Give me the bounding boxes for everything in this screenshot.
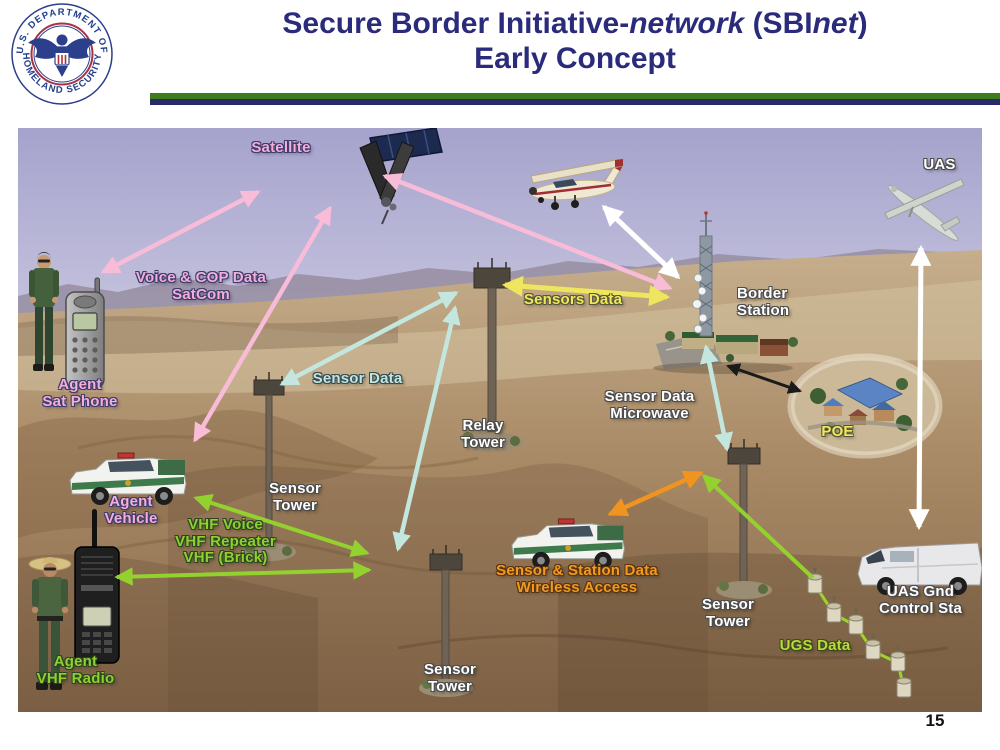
arrow-wireless-access <box>607 470 704 517</box>
label-satellite: Satellite <box>251 139 311 156</box>
slide-title: Secure Border Initiative-network (SBInet… <box>150 6 1000 77</box>
scene-art <box>18 128 982 712</box>
arrow-aircraft-border-station <box>601 204 681 280</box>
arrow-uas-ground-van <box>908 244 932 531</box>
label-ugs-data: UGS Data <box>779 637 851 654</box>
title-line-2: Early Concept <box>474 42 676 76</box>
vhfradio-graphic <box>74 509 120 664</box>
arrow-ugs-to-tower <box>701 474 815 580</box>
divider-green <box>150 93 1000 99</box>
ugs-chain <box>807 566 912 698</box>
border-station-tower <box>692 211 713 337</box>
diagram-scene <box>18 128 982 712</box>
poe-vignette <box>787 353 943 459</box>
arrow-sensors-data <box>501 275 671 307</box>
satphone-graphic <box>65 277 105 389</box>
uas-van-graphic <box>857 542 982 595</box>
arrow-satcom-phone <box>100 190 261 274</box>
label-poe: POE <box>821 423 854 440</box>
arrow-border-poe <box>726 363 802 394</box>
sensor-tower-right-graphic <box>716 439 772 599</box>
agent-satphone-figure <box>29 252 59 371</box>
arrow-sensor-data-microwave <box>699 344 734 452</box>
label-sensor-data: Sensor Data <box>312 370 403 387</box>
dhs-seal: U.S. DEPARTMENT OF HOMELAND SECURITY <box>11 3 113 105</box>
sensor-tower-bottom-graphic <box>419 545 473 697</box>
uas-graphic <box>884 178 965 241</box>
divider-navy <box>150 99 1000 105</box>
agent-vhfradio-figure <box>28 557 72 690</box>
arrow-vhf-vehicle <box>193 494 370 557</box>
arrow-relay-bottom-tower <box>392 305 461 552</box>
arrow-vhf-radio <box>114 561 372 586</box>
arrows <box>100 173 932 586</box>
label-uas: UAS <box>923 156 956 173</box>
seal-eagle <box>28 34 96 77</box>
arrow-satcom-vehicle <box>193 205 332 443</box>
page-number: 15 <box>925 711 945 730</box>
label-sensors-data: Sensors Data <box>523 291 623 308</box>
title-line-1: Secure Border Initiative-network (SBInet… <box>282 7 868 40</box>
